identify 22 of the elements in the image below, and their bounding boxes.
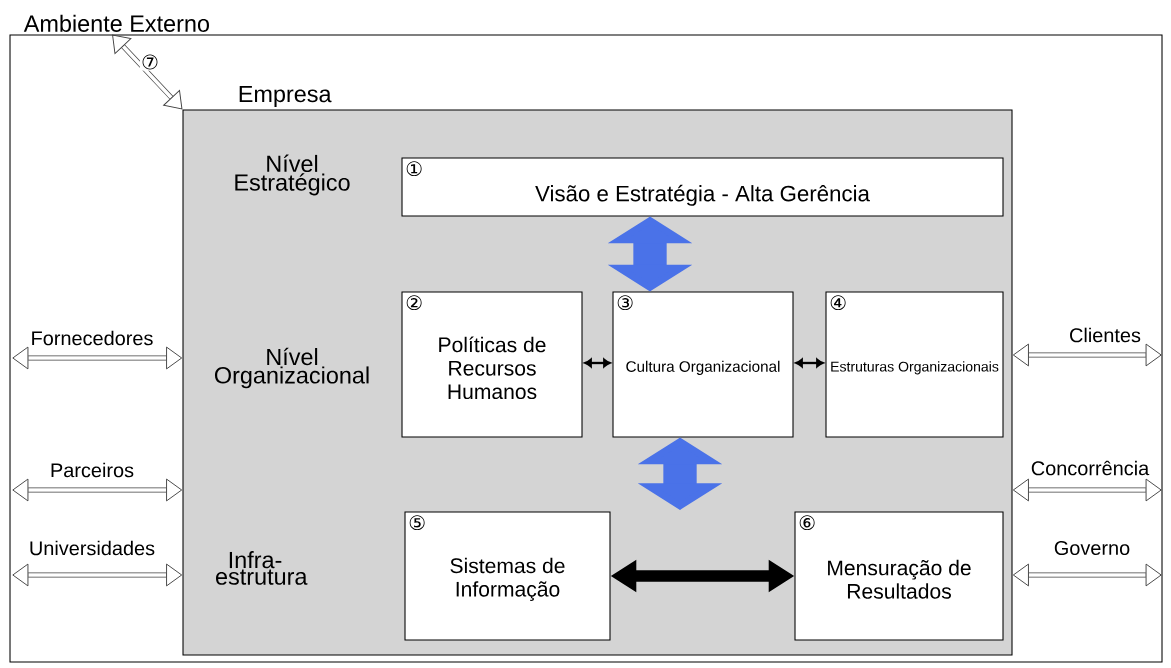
arrow <box>584 358 611 368</box>
node-label: Ambiente Externo <box>23 14 209 32</box>
arrow <box>12 563 183 587</box>
level-label: Nível Organizacional <box>214 347 369 389</box>
node-label: Sistemas de Informação <box>450 557 565 601</box>
edge-label: Concorrência <box>1029 459 1151 477</box>
node-label: Estruturas Organizacionais <box>831 361 999 375</box>
arrow <box>1012 343 1162 367</box>
node-label: Mensuração de Resultados <box>828 559 971 599</box>
level-label: Nível Estratégico <box>235 154 350 196</box>
arrow <box>112 34 183 110</box>
arrow <box>1012 478 1162 502</box>
arrow <box>12 478 183 502</box>
arrow <box>1012 563 1162 587</box>
callout-number: ⑦ <box>139 53 161 71</box>
node-label: Cultura Organizacional <box>626 360 780 375</box>
arrow <box>12 346 183 370</box>
arrow <box>795 358 824 368</box>
node-label: Políticas de Recursos Humanos <box>439 336 546 400</box>
node-label: Empresa <box>239 85 332 107</box>
node-label: Visão e Estratégia - Alta Gerência <box>535 184 870 206</box>
level-label: Infra-estrutura <box>216 551 308 585</box>
